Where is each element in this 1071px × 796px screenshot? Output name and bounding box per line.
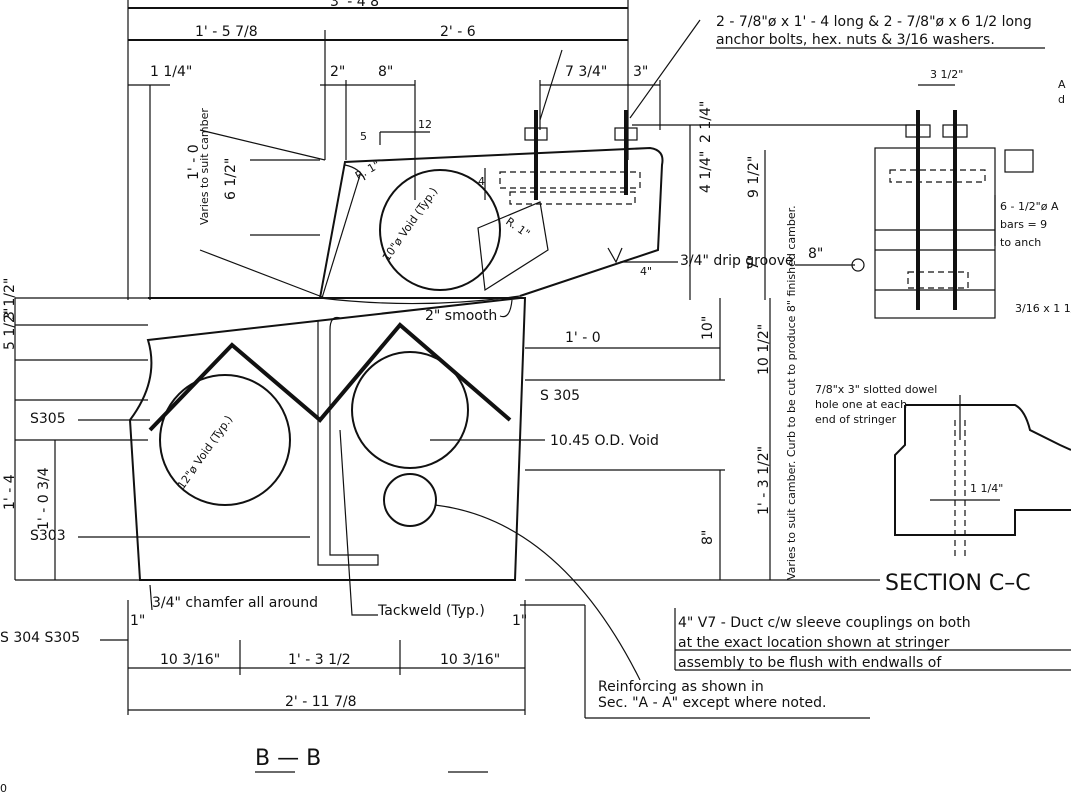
side-dim-8: 8" — [808, 246, 823, 262]
note-tackweld: Tackweld (Typ.) — [377, 603, 485, 619]
dim-4: 4 — [478, 175, 485, 188]
dim-1-1-4: 1 1/4" — [150, 64, 192, 80]
dim-4b: 4" — [640, 265, 652, 278]
note-dowel-1: 7/8"x 3" slotted dowel — [815, 383, 937, 396]
reinforcing-note: Reinforcing as shown in Sec. "A - A" exc… — [520, 604, 870, 719]
upper-right-dims: 2 1/4" 4 1/4" 9 1/2" 7" — [689, 101, 766, 300]
section-cc: 1 1/4" 7/8"x 3" slotted dowel hole one a… — [815, 383, 1071, 596]
dim-8: 8" — [378, 64, 393, 80]
varies-camber-top: Varies to suit camber — [198, 108, 211, 225]
side-bars-2: bars = 9 — [1000, 218, 1047, 231]
side-top-a: A — [1058, 78, 1066, 91]
dim-3-1-2b: 3 1/2" — [2, 278, 18, 320]
side-bars-1: 6 - 1/2"ø A — [1000, 200, 1059, 213]
side-top-d: d — [1058, 93, 1065, 106]
dim-1-0-3-4: 1' - 0 3/4 — [36, 467, 52, 530]
slope-12: 12 — [418, 118, 432, 131]
duct-circle — [383, 473, 437, 527]
dim-1-3-1-2: 1' - 3 1/2" — [756, 446, 772, 515]
label-s303: S303 — [30, 528, 66, 544]
side-bars-3: to anch — [1000, 236, 1041, 249]
note-smooth: 2" smooth — [425, 308, 497, 324]
label-s305-left: S305 — [30, 411, 66, 427]
note-dowel-3: end of stringer — [815, 413, 897, 426]
side-view: 3 1/2" 6 - 1/2"ø A bars = 9 to anch 8" 3… — [795, 68, 1071, 319]
note-anchor-bolts-2: anchor bolts, hex. nuts & 3/16 washers. — [716, 32, 995, 48]
dim-1-right: 1" — [512, 613, 527, 629]
note-duct-1: 4" V7 - Duct c/w sleeve couplings on bot… — [678, 615, 971, 631]
note-dowel-2: hole one at each — [815, 398, 907, 411]
dim-bottom-left: 10 3/16" — [160, 652, 220, 668]
dim-1-left: 1" — [130, 613, 145, 629]
dim-overall-top: 3' - 4 8 — [330, 0, 379, 10]
page-mark: 0 — [0, 782, 7, 795]
dim-9-1-2: 9 1/2" — [746, 156, 762, 198]
dim-7: 7" — [746, 255, 762, 270]
top-dimensions: 3' - 4 8 1' - 5 7/8 2' - 6 1 1/4" 2" 8" … — [127, 0, 661, 300]
note-chamfer: 3/4" chamfer all around — [152, 595, 318, 611]
label-od-void: 10.45 O.D. Void — [550, 433, 659, 449]
left-void-circle — [159, 374, 291, 506]
note-anchor-bolts-1: 2 - 7/8"ø x 1' - 4 long & 2 - 7/8"ø x 6 … — [716, 14, 1032, 30]
side-3-16: 3/16 x 1 1/2 — [1015, 302, 1071, 315]
slope-5: 5 — [360, 130, 367, 143]
dim-1-0: 1' - 0 — [186, 144, 202, 180]
right-void-circle — [351, 351, 469, 469]
duct-note: 4" V7 - Duct c/w sleeve couplings on bot… — [434, 504, 1071, 681]
label-s304-s305: S 304 S305 — [0, 630, 80, 646]
cc-dim-1-1-4: 1 1/4" — [970, 482, 1003, 495]
note-drip-groove-1: 3/4" drip groove — [680, 253, 794, 269]
dim-3: 3" — [633, 64, 648, 80]
bottom-dimensions: 10 3/16" 1' - 3 1/2 10 3/16" 2' - 11 7/8… — [127, 600, 527, 715]
left-void-label: 12"ø Void (Typ.) — [175, 413, 235, 492]
note-duct-2: at the exact location shown at stringer — [678, 635, 950, 651]
dim-2: 2" — [330, 64, 345, 80]
dim-1-4: 1' - 4 — [2, 474, 18, 510]
dim-bottom-total: 2' - 11 7/8 — [285, 694, 357, 710]
anchor-bolts — [499, 19, 915, 205]
dim-4-1-4: 4 1/4" — [698, 151, 714, 193]
dim-top-right: 2' - 6 — [440, 24, 476, 40]
dim-8b: 8" — [700, 530, 716, 545]
top-void-circle — [379, 169, 501, 291]
stringer-right-dims: 1' - 0 10" 8" 10 1/2" 1' - 3 1/2" Varies… — [525, 205, 880, 581]
dim-7-3-4: 7 3/4" — [565, 64, 607, 80]
dim-5-1-2: 5 1/2" — [2, 308, 18, 350]
dim-10: 10" — [700, 316, 716, 340]
section-bb-title: B — B — [255, 746, 321, 771]
curb-upper: R. 1" R. 1" 10"ø Void (Typ.) 6 1/2" Vari… — [186, 108, 664, 305]
note-reinforcing-1: Reinforcing as shown in — [598, 679, 764, 695]
dim-bottom-right: 10 3/16" — [440, 652, 500, 668]
side-dim-3-1-2: 3 1/2" — [930, 68, 963, 81]
dim-1-0-right: 1' - 0 — [565, 330, 601, 346]
dim-top-left: 1' - 5 7/8 — [195, 24, 258, 40]
dim-6-1-2: 6 1/2" — [223, 158, 239, 200]
note-reinforcing-2: Sec. "A - A" except where noted. — [598, 695, 826, 711]
radius-2: R. 1" — [503, 215, 532, 241]
dim-2-1-4: 2 1/4" — [698, 101, 714, 143]
note-duct-3: assembly to be flush with endwalls of — [678, 655, 942, 671]
label-s305-right: S 305 — [540, 388, 580, 404]
dim-bottom-mid: 1' - 3 1/2 — [288, 652, 351, 668]
section-cc-title: SECTION C–C — [885, 571, 1031, 596]
note-camber: Varies to suit camber. Curb to be cut to… — [785, 205, 798, 580]
dim-10-1-2: 10 1/2" — [756, 324, 772, 375]
